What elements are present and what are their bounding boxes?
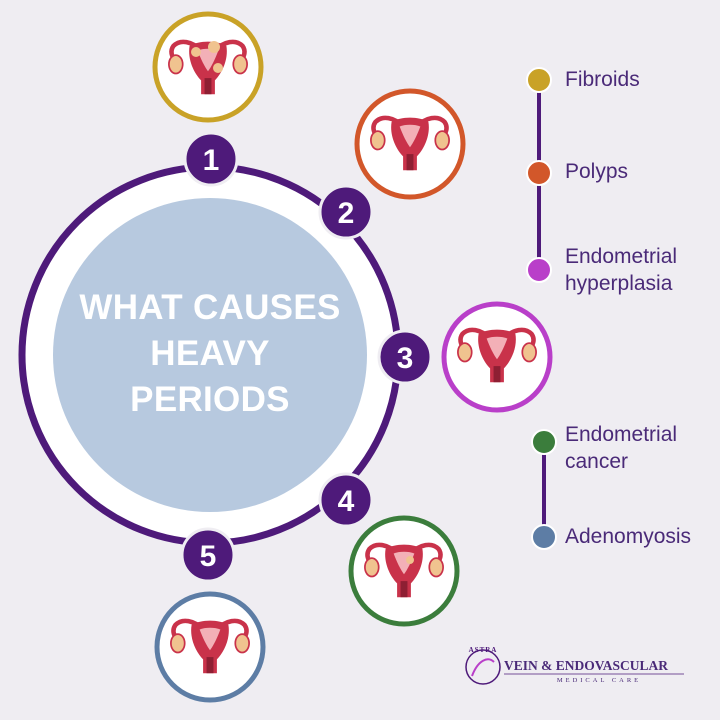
step-badge-1: 1 [183, 131, 239, 187]
adenomyosis-illustration [154, 591, 266, 703]
legend-label-fibroids: Fibroids [565, 68, 640, 91]
logo-mark-letters: ASTRA [469, 646, 498, 654]
step-number-1: 1 [203, 144, 220, 177]
legend-label-cancer-line-1: Endometrial [565, 423, 678, 446]
center-title-line-1: WHAT CAUSES [79, 288, 341, 327]
step-number-4: 4 [338, 485, 355, 518]
step-number-5: 5 [200, 540, 217, 573]
legend-label-adenomyosis: Adenomyosis [565, 525, 692, 548]
legend-dot-cancer [531, 429, 557, 455]
legend-dot-fibroids [526, 67, 552, 93]
step-badge-4: 4 [318, 472, 374, 528]
legend-label-cancer: Endometrial cancer [565, 421, 677, 475]
center-title-line-3: PERIODS [130, 380, 290, 419]
cancer-illustration [348, 515, 460, 627]
step-number-2: 2 [338, 197, 355, 230]
fibroids-illustration [152, 11, 264, 123]
step-number-3: 3 [397, 342, 414, 375]
legend-label-hyperplasia-line-2: hyperplasia [565, 272, 673, 295]
step-badge-5: 5 [180, 527, 236, 583]
brand-name: VEIN & ENDOVASCULAR [504, 658, 669, 673]
legend-dot-adenomyosis [531, 524, 557, 550]
step-badge-2: 2 [318, 184, 374, 240]
brand-tagline: MEDICAL CARE [556, 677, 642, 684]
center-title-line-2: HEAVY [150, 334, 270, 373]
polyps-illustration [354, 88, 466, 200]
hyperplasia-illustration [441, 301, 553, 413]
center-title: WHAT CAUSES HEAVY PERIODS [60, 285, 360, 423]
astra-logo-icon: ASTRA [465, 646, 501, 685]
step-badge-3: 3 [377, 329, 433, 385]
legend-dot-hyperplasia [526, 257, 552, 283]
legend-label-hyperplasia-line-1: Endometrial [565, 245, 678, 268]
legend-label-cancer-line-2: cancer [565, 450, 629, 473]
legend-label-hyperplasia: Endometrial hyperplasia [565, 243, 677, 297]
legend-dot-polyps [526, 160, 552, 186]
legend-label-polyps: Polyps [565, 160, 629, 183]
center-disc [53, 198, 367, 512]
